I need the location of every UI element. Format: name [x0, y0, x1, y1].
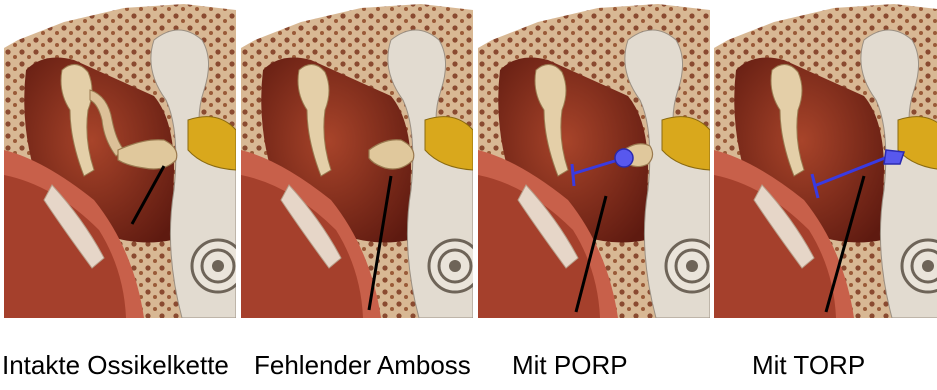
panel-missing-incus [241, 0, 473, 318]
panel-porp [478, 0, 710, 318]
panel-intact [4, 0, 236, 318]
ear-illustration-torp [714, 0, 937, 318]
caption-intact: Intakte Ossikelkette [2, 352, 229, 378]
ear-illustration-intact [4, 0, 236, 318]
panel-torp [714, 0, 937, 318]
caption-porp: Mit PORP [512, 352, 628, 378]
ear-illustration-missing-incus [241, 0, 473, 318]
caption-missing-incus: Fehlender Amboss [254, 352, 471, 378]
ear-illustration-porp [478, 0, 710, 318]
caption-torp: Mit TORP [752, 352, 865, 378]
